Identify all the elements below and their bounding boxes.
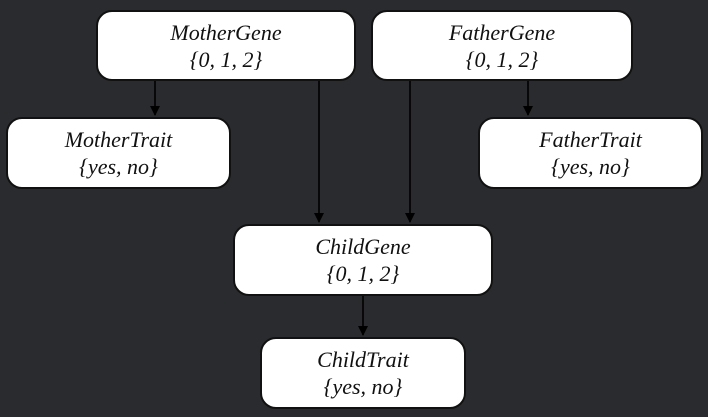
node-father-gene-name: FatherGene xyxy=(448,19,556,45)
node-mother-trait-values: {yes, no} xyxy=(79,154,158,179)
node-father-trait-values: {yes, no} xyxy=(551,154,630,179)
node-child-trait-values: {yes, no} xyxy=(323,374,403,399)
node-father-gene: FatherGene {0, 1, 2} xyxy=(371,10,633,81)
node-mother-trait: MotherTrait {yes, no} xyxy=(6,117,231,189)
node-child-gene-values: {0, 1, 2} xyxy=(326,261,400,286)
node-mother-gene: MotherGene {0, 1, 2} xyxy=(96,10,356,81)
node-mother-trait-name: MotherTrait xyxy=(64,127,173,152)
node-father-trait: FatherTrait {yes, no} xyxy=(478,117,703,189)
node-child-trait-name: ChildTrait xyxy=(317,347,409,372)
node-child-gene-name: ChildGene xyxy=(315,234,411,259)
node-mother-gene-values: {0, 1, 2} xyxy=(189,46,263,72)
node-mother-gene-name: MotherGene xyxy=(170,19,282,45)
node-father-trait-name: FatherTrait xyxy=(539,127,642,152)
node-child-gene: ChildGene {0, 1, 2} xyxy=(233,224,493,296)
node-child-trait: ChildTrait {yes, no} xyxy=(260,337,466,409)
node-father-gene-values: {0, 1, 2} xyxy=(465,46,539,72)
